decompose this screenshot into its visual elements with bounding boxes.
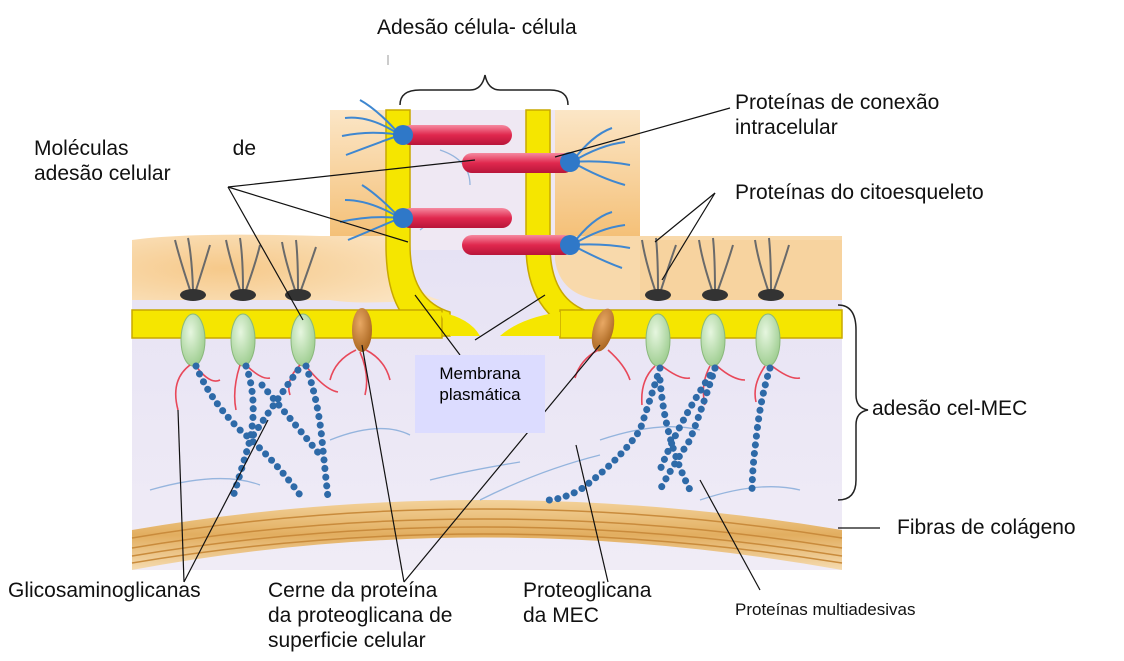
multiadhesive-proteins-label: Proteínas multiadesivas [735,600,915,620]
collagen-fibers-label: Fibras de colágeno [897,515,1076,540]
cell-ecm-adhesion-label: adesão cel-MEC [872,396,1027,421]
ecm-proteoglycan-line1: Proteoglicana [523,578,651,603]
connection-proteins-line2: intracelular [735,115,939,140]
core-protein-line1: Cerne da proteína [268,578,452,603]
adhesion-molecules-label: Moléculas de adesão celular [34,136,256,186]
core-protein-label: Cerne da proteína da proteoglicana de su… [268,578,452,654]
adhesion-molecules-line2: adesão celular [34,161,256,186]
cell-cell-brace [400,75,568,105]
glycosaminoglycans-label: Glicosaminoglicanas [8,578,201,603]
cytoskeleton-proteins-label: Proteínas do citoesqueleto [735,180,984,205]
adhesion-molecules-word2: de [233,136,256,161]
cell-cell-adhesion-label: Adesão célula- célula [377,15,577,40]
adhesion-molecules-word1: Moléculas [34,136,129,161]
plasma-membrane-line2: plasmática [415,384,545,405]
plasma-membrane-label: Membrana plasmática [415,355,545,433]
connection-proteins-label: Proteínas de conexão intracelular [735,90,939,140]
core-protein-line2: da proteoglicana de [268,603,452,628]
ecm-proteoglycan-line2: da MEC [523,603,651,628]
core-protein-line3: superficie celular [268,628,452,653]
ecm-proteoglycan-label: Proteoglicana da MEC [523,578,651,628]
plasma-membrane-line1: Membrana [415,363,545,384]
connection-proteins-line1: Proteínas de conexão [735,90,939,115]
